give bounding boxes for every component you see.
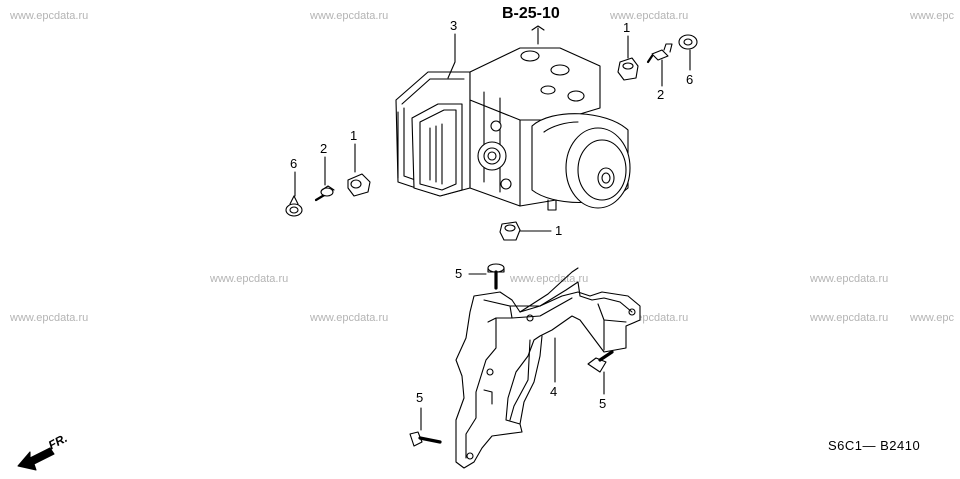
callout-number: 6 — [686, 72, 694, 87]
watermark: www.epcdata.ru — [810, 312, 889, 324]
leader-line — [447, 33, 456, 79]
watermark: www.epcdata.ru — [10, 10, 89, 22]
callout-number: 1 — [555, 223, 563, 238]
fastener-bolt-2-left — [314, 185, 335, 202]
callout-number: 2 — [657, 87, 665, 102]
callout-number: 5 — [416, 390, 424, 405]
watermark: www.epc — [910, 10, 955, 22]
callout-number: 3 — [450, 18, 458, 33]
callout-number: 4 — [550, 384, 558, 399]
watermark: www.epcdata.ru — [810, 273, 889, 285]
watermark: www.epcdata.ru — [510, 273, 589, 285]
watermark: www.epcdata.ru — [610, 10, 689, 22]
reference-label: B-25-10 — [502, 5, 560, 22]
callout-number: 6 — [290, 156, 298, 171]
watermark: www.epcdata.ru — [10, 312, 89, 324]
watermark: www.epcdata.ru — [310, 312, 389, 324]
fastener-nut-6-right — [678, 34, 698, 50]
callout-number: 2 — [320, 141, 328, 156]
callout-number: 5 — [599, 396, 607, 411]
watermark: www.epcdata.ru — [210, 273, 289, 285]
fastener-flange-bolt-5-top — [487, 263, 505, 290]
fastener-flange-bolt-5-right — [587, 350, 614, 373]
front-arrow-icon — [17, 447, 55, 471]
abs-mounting-bracket — [455, 267, 641, 469]
callout-number: 1 — [350, 128, 358, 143]
fastener-nut-6-left — [285, 195, 303, 217]
callout-number: 5 — [455, 266, 463, 281]
watermark: www.epcdata.ru — [310, 10, 389, 22]
fastener-bushing-1-lower — [499, 221, 521, 241]
fastener-bushing-1-left — [347, 173, 371, 197]
diagram-code: S6C1— B2410 — [828, 438, 921, 453]
watermark: www.epc — [910, 312, 955, 324]
callout-number: 1 — [623, 20, 631, 35]
fastener-bolt-2-right — [646, 43, 673, 64]
fastener-flange-bolt-5-lower — [409, 431, 442, 447]
abs-modulator-unit — [395, 25, 631, 211]
fastener-bushing-1-right — [617, 57, 639, 81]
